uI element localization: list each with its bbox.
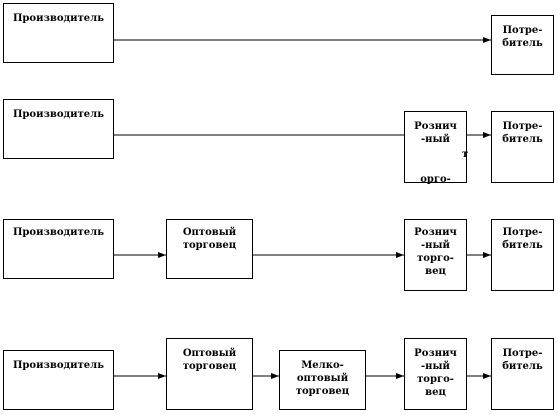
consumer-box: Потре-битель [491, 15, 554, 75]
wholesaler-label-line: торговец [182, 361, 237, 372]
wholesaler-box: Оптовый торговец [166, 219, 253, 279]
consumer-label-line: Потре- [502, 227, 543, 238]
retailer-label-line: -ный [421, 134, 450, 145]
consumer-label-line: битель [502, 361, 543, 372]
retailer-label-line: -ный [421, 361, 450, 372]
consumer-label-line: битель [502, 240, 543, 251]
wholesaler-label-line: Оптовый [182, 227, 237, 238]
consumer-label-line: Потре- [502, 348, 543, 359]
retailer-label-line [405, 146, 466, 159]
small-wholesaler-label-line: Мелко- [301, 360, 344, 371]
producer-box: Производитель [3, 219, 114, 279]
producer-box: Производитель [3, 3, 114, 63]
retailer-label-line: вец [425, 387, 446, 398]
consumer-label-line: Потре- [502, 121, 543, 132]
small-wholesaler-label-line: оптовый [296, 373, 349, 384]
wholesaler-label-line: торговец [182, 240, 237, 251]
retailer-label-line: Рознич [414, 348, 457, 359]
stray-character: т [462, 149, 469, 160]
producer-box: Производитель [3, 99, 114, 159]
retailer-label-line: Рознич [414, 121, 457, 132]
consumer-box: Потре-битель [491, 219, 554, 291]
consumer-box: Потре-битель [491, 338, 554, 410]
consumer-label-line: битель [502, 38, 543, 49]
retailer-label-line: орго- [420, 174, 451, 185]
retailer-box: Рознич -ный торго-вец [404, 219, 467, 291]
retailer-label-line: вец [425, 266, 446, 277]
producer-label-line: Производитель [12, 360, 104, 371]
retailer-label-line: торго- [417, 253, 454, 264]
retailer-label-line: -ный [421, 240, 450, 251]
wholesaler-box: Оптовый торговец [166, 338, 253, 410]
small-wholesaler-label-line: торговец [295, 386, 350, 397]
retailer-label-line: Рознич [414, 227, 457, 238]
wholesaler-label-line: Оптовый [182, 348, 237, 359]
small-wholesaler-box: Мелко-оптовый торговец [279, 350, 366, 410]
retailer-box: Рознич -ный торго-вец [404, 338, 467, 410]
producer-label-line: Производитель [12, 13, 104, 24]
consumer-label-line: Потре- [502, 25, 543, 36]
producer-label-line: Производитель [12, 227, 104, 238]
consumer-box: Потре-битель [491, 111, 554, 183]
producer-label-line: Производитель [12, 109, 104, 120]
retailer-label-line: торго- [417, 374, 454, 385]
retailer-box: Рознич -ный орго- [404, 111, 467, 185]
producer-box: Производитель [3, 350, 114, 410]
consumer-label-line: битель [502, 134, 543, 145]
